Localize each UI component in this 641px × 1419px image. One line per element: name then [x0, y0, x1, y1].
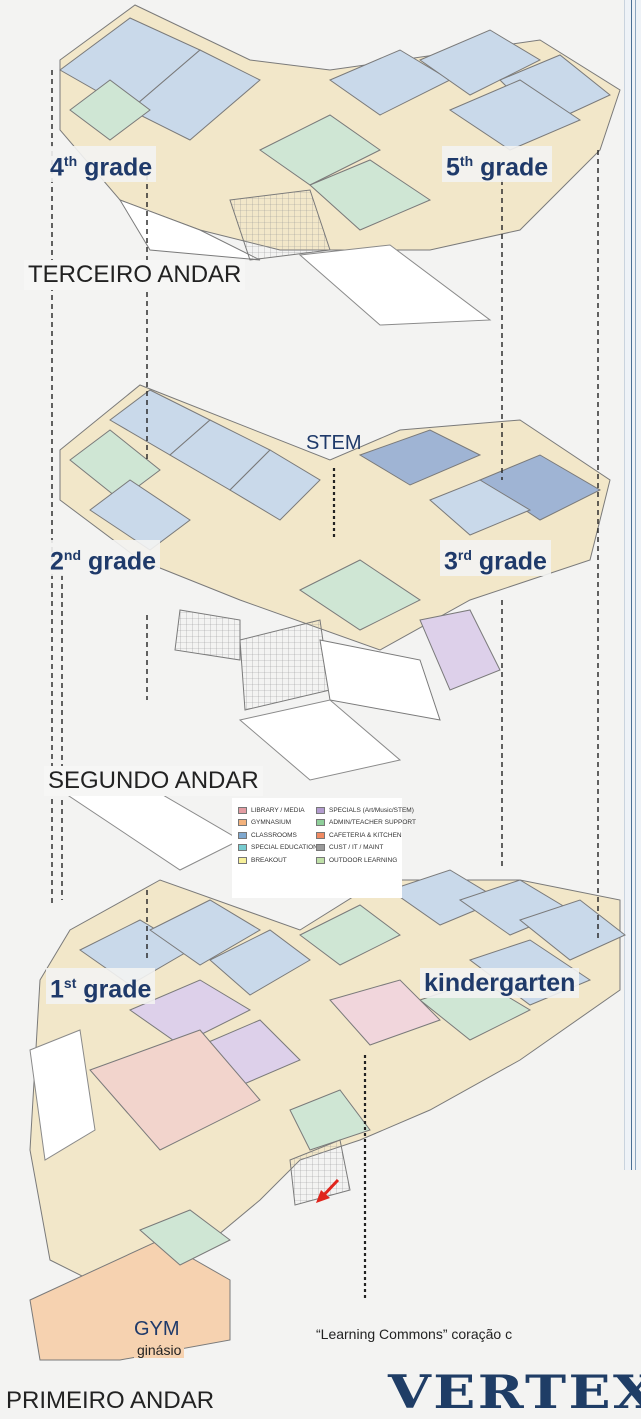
- vertex-logo: VERTEX: [388, 1365, 641, 1419]
- red-arrow-icon: [316, 1178, 340, 1203]
- legend-swatch: [238, 831, 247, 839]
- legend-swatch: [238, 856, 247, 864]
- third-floor-plan: [59, 4, 621, 326]
- legend-swatch: [316, 844, 325, 852]
- label-gym-subtitle: ginásio: [134, 1342, 185, 1358]
- label-gym: GYM: [134, 1318, 180, 1340]
- legend-swatch: [238, 844, 247, 852]
- legend-swatch: [316, 856, 325, 864]
- label-1st-grade: 1st grade: [46, 968, 156, 1005]
- legend-item: SPECIAL EDUCATION: [238, 842, 318, 855]
- right-frame-border: [624, 0, 641, 1170]
- legend-swatch: [316, 806, 325, 814]
- legend-item: CUST / IT / MAINT: [316, 842, 416, 855]
- label-4th-grade: 4th grade: [46, 146, 157, 183]
- label-learning-commons: “Learning Commons” coração c: [316, 1326, 513, 1342]
- legend-swatch: [238, 819, 247, 827]
- legend-swatch: [238, 806, 247, 814]
- label-2nd-grade: 2nd grade: [46, 540, 161, 577]
- legend-item: SPECIALS (Art/Music/STEM): [316, 804, 416, 817]
- floor-label-second: SEGUNDO ANDAR: [44, 766, 263, 796]
- legend-item: LIBRARY / MEDIA: [238, 804, 318, 817]
- floor-alignment-lines: [51, 70, 599, 960]
- floor-label-first: PRIMEIRO ANDAR: [6, 1387, 215, 1414]
- legend-column-left: LIBRARY / MEDIA GYMNASIUM CLASSROOMS SPE…: [238, 804, 318, 867]
- legend-item: CLASSROOMS: [238, 829, 318, 842]
- label-stem: STEM: [306, 432, 362, 454]
- color-legend: LIBRARY / MEDIA GYMNASIUM CLASSROOMS SPE…: [232, 798, 416, 898]
- legend-column-right: SPECIALS (Art/Music/STEM) ADMIN/TEACHER …: [316, 804, 416, 867]
- legend-swatch: [316, 831, 325, 839]
- label-5th-grade: 5th grade: [442, 146, 553, 183]
- legend-item: BREAKOUT: [238, 854, 318, 867]
- legend-item: GYMNASIUM: [238, 817, 318, 830]
- floor-label-third: TERCEIRO ANDAR: [24, 260, 246, 290]
- label-3rd-grade: 3rd grade: [440, 540, 551, 577]
- legend-item: CAFETERIA & KITCHEN: [316, 829, 416, 842]
- legend-swatch: [316, 819, 325, 827]
- legend-item: ADMIN/TEACHER SUPPORT: [316, 817, 416, 830]
- label-kindergarten: kindergarten: [420, 968, 580, 998]
- legend-item: OUTDOOR LEARNING: [316, 854, 416, 867]
- first-floor-plan: [29, 869, 626, 1361]
